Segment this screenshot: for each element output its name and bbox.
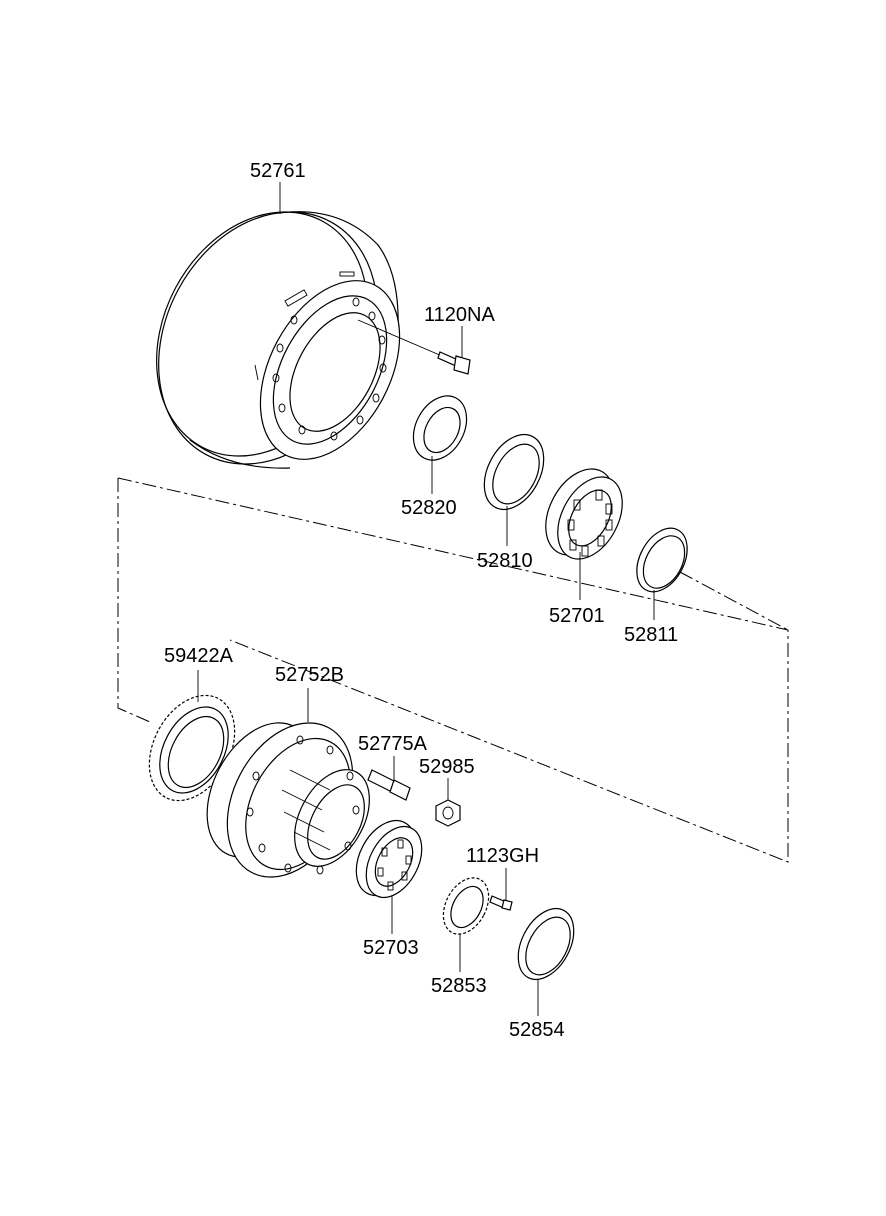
bearing-52703: [355, 820, 423, 934]
lock-washer-52853: [442, 877, 490, 972]
nut-52985: [435, 778, 461, 827]
part-label-52775a: 52775A: [358, 733, 427, 755]
hub-52752b: [206, 688, 370, 878]
part-label-52810: 52810: [477, 550, 533, 572]
part-label-59422a: 59422A: [164, 645, 233, 667]
race-52810: [483, 434, 545, 546]
assembly-boundary: [117, 477, 789, 863]
part-label-1120na: 1120NA: [424, 304, 495, 326]
bearing-52701: [545, 468, 623, 600]
bolt-1120na: [357, 319, 471, 375]
part-label-52761: 52761: [250, 160, 306, 182]
part-label-52703: 52703: [363, 937, 419, 959]
part-label-52854: 52854: [509, 1019, 565, 1041]
part-label-52701: 52701: [549, 605, 605, 627]
part-label-52985: 52985: [419, 756, 475, 778]
part-label-1123gh: 1123GH: [466, 845, 540, 867]
ring-52811: [636, 527, 688, 620]
brake-drum: [156, 211, 401, 469]
seal-52820: [412, 395, 468, 494]
ring-52854: [517, 908, 575, 1016]
part-label-52752b: 52752B: [275, 664, 344, 686]
part-label-52853: 52853: [431, 975, 487, 997]
stud-52775a: [367, 756, 411, 801]
part-label-52820: 52820: [401, 497, 457, 519]
part-label-52811: 52811: [624, 624, 679, 646]
drum-bolt-holes: [272, 297, 387, 441]
screw-1123gh: [489, 868, 513, 911]
